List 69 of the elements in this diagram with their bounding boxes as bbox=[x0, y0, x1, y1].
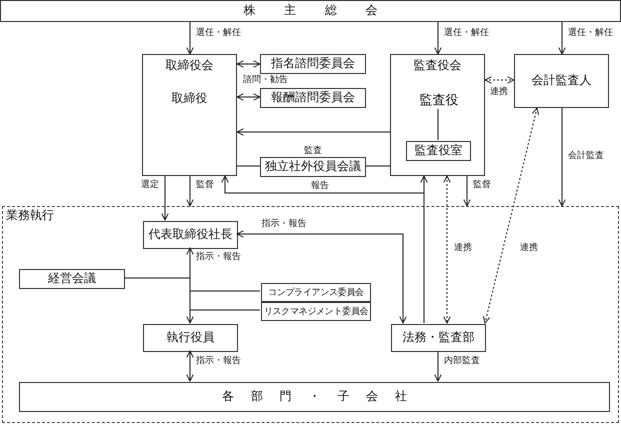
arrow bbox=[186, 176, 194, 206]
dotted-connector bbox=[482, 108, 540, 324]
box-title: 独立社外役員会議 bbox=[265, 160, 361, 174]
edge-label: 監督 bbox=[472, 180, 492, 190]
edge-label: 選任・解任 bbox=[195, 28, 242, 38]
edge-label: 選任・解任 bbox=[443, 28, 490, 38]
org-box bbox=[260, 157, 366, 177]
dotted-connector bbox=[484, 76, 514, 84]
arrow bbox=[236, 230, 407, 324]
box-title: 代表取締役社長 bbox=[148, 228, 232, 242]
arrow bbox=[186, 248, 194, 324]
edge-label: 選定 bbox=[140, 180, 160, 190]
box-title: 各部門・子会社 bbox=[222, 390, 424, 404]
box-title: 報酬諮問委員会 bbox=[271, 91, 355, 105]
arrow bbox=[236, 60, 260, 68]
edge-label: 監督 bbox=[195, 180, 215, 190]
edge-label: 連携 bbox=[453, 243, 473, 253]
arrow bbox=[434, 22, 442, 54]
arrow bbox=[558, 108, 566, 206]
org-box bbox=[406, 141, 471, 161]
box-title: 取締役会 bbox=[166, 59, 214, 72]
edge-label: 監査 bbox=[303, 146, 323, 156]
arrow bbox=[236, 93, 260, 101]
meeting-box bbox=[0, 0, 621, 22]
org-box bbox=[143, 221, 238, 249]
org-box bbox=[19, 269, 125, 289]
org-box bbox=[143, 324, 238, 352]
box-title: 指名諮問委員会 bbox=[271, 57, 355, 71]
edge-label: 選任・解任 bbox=[567, 28, 614, 38]
edge-label: 指示・報告 bbox=[195, 252, 242, 262]
box-title: 経営会議 bbox=[48, 272, 96, 286]
edge-label: 報告 bbox=[310, 181, 330, 191]
arrow bbox=[161, 176, 169, 220]
arrow bbox=[186, 22, 194, 54]
org-box bbox=[261, 302, 371, 321]
arrow bbox=[186, 350, 194, 382]
arrow bbox=[463, 176, 471, 206]
box-title: コンプライアンス委員会 bbox=[268, 288, 364, 298]
org-box bbox=[514, 54, 609, 108]
edge-label: 連携 bbox=[519, 243, 539, 253]
box-title: 会計監査人 bbox=[532, 74, 592, 88]
edge-label: 内部監査 bbox=[443, 356, 481, 366]
org-box bbox=[142, 54, 237, 176]
box-title: 法務・監査部 bbox=[402, 331, 474, 345]
org-box bbox=[260, 54, 366, 74]
department-box bbox=[19, 382, 610, 412]
arrow bbox=[420, 176, 428, 324]
dotted-connector bbox=[443, 176, 451, 324]
edge-label: 指示・報告 bbox=[260, 219, 308, 229]
arrow bbox=[236, 128, 390, 136]
edge-label: 会計監査 bbox=[567, 151, 605, 161]
box-title: 監査役室 bbox=[414, 144, 462, 158]
org-box bbox=[390, 54, 485, 176]
arrow bbox=[558, 22, 566, 54]
org-box bbox=[260, 88, 366, 108]
arrow bbox=[434, 350, 442, 382]
edge-label: 連携 bbox=[489, 87, 509, 97]
region-heading: 業務執行 bbox=[6, 209, 54, 222]
org-box bbox=[391, 324, 486, 352]
role-text: 監査役 bbox=[411, 90, 467, 110]
box-title: 株主総会 bbox=[243, 4, 406, 18]
org-box bbox=[261, 283, 371, 302]
note-label: 諮問・勧告 bbox=[242, 75, 289, 85]
edge-label: 指示・報告 bbox=[195, 356, 242, 366]
box-title: リスクマネジメント委員会 bbox=[264, 306, 368, 316]
box-subtitle: 取締役 bbox=[172, 92, 208, 106]
box-title: 執行役員 bbox=[166, 331, 214, 345]
business-execution-region bbox=[2, 206, 619, 423]
box-title: 監査役会 bbox=[414, 59, 462, 72]
